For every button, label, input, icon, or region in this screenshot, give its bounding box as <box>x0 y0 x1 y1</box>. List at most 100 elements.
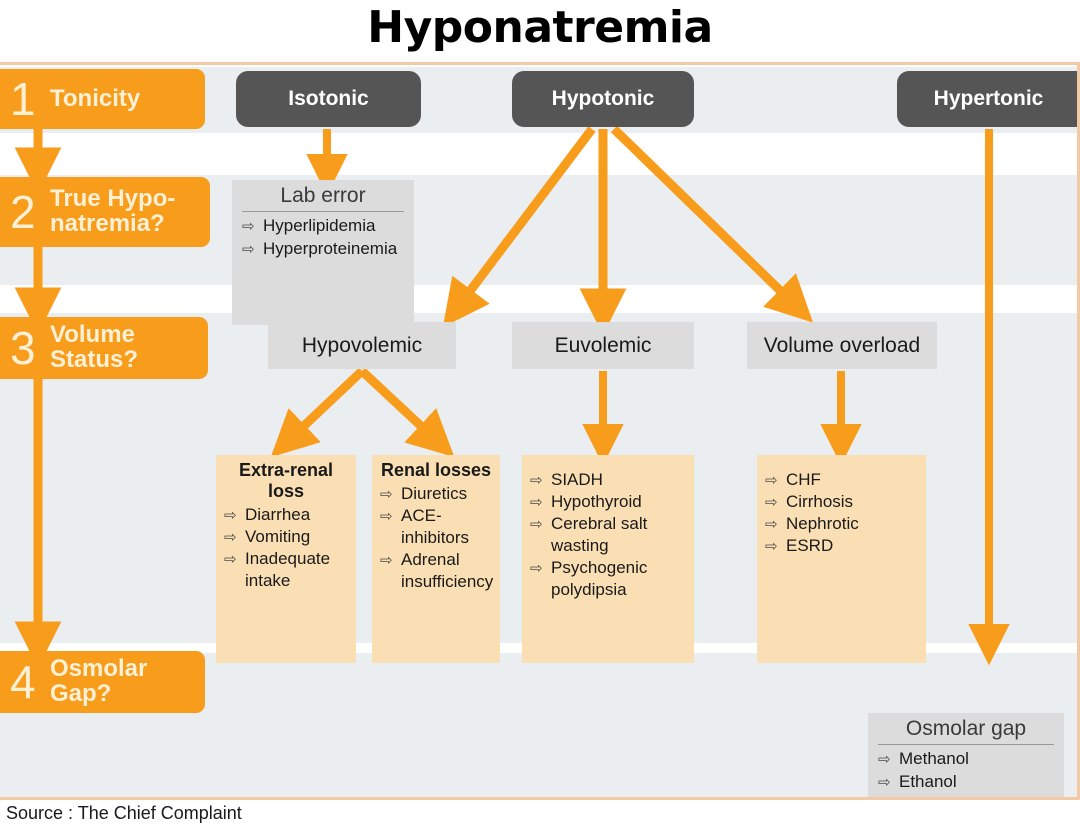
list-item-label: ESRD <box>786 536 834 556</box>
list-item: ⇨ Diuretics <box>380 483 492 505</box>
bullet-arrow-icon: ⇨ <box>530 494 543 512</box>
bullet-arrow-icon: ⇨ <box>380 508 393 526</box>
card-volume-overload-causes[interactable]: ⇨ CHF ⇨ Cirrhosis ⇨ Nephrotic ⇨ ESRD <box>757 455 926 663</box>
list-item-label: Cirrhosis <box>786 492 854 512</box>
step-tab-osmolar-gap[interactable]: 4 Osmolar Gap? <box>0 651 205 713</box>
card-lab-error[interactable]: Lab error ⇨ Hyperlipidemia ⇨ Hyperprotei… <box>232 180 414 325</box>
step-number: 4 <box>10 655 36 708</box>
list-item-label: Ethanol <box>899 771 957 791</box>
bullet-arrow-icon: ⇨ <box>380 486 393 503</box>
list-item-label: Cerebral salt wasting <box>551 514 648 556</box>
card-list: ⇨ Diarrhea ⇨ Vomiting ⇨ Inadequate intak… <box>224 504 348 592</box>
bullet-arrow-icon: ⇨ <box>530 516 543 534</box>
node-label: Isotonic <box>288 87 369 110</box>
card-osmolar-gap[interactable]: Osmolar gap ⇨ Methanol ⇨ Ethanol ⇨ DKA ⇨… <box>868 713 1064 797</box>
bullet-arrow-icon: ⇨ <box>380 552 393 570</box>
bullet-arrow-icon: ⇨ <box>224 529 237 547</box>
bullet-arrow-icon: ⇨ <box>765 472 778 489</box>
list-item-label: Inadequate intake <box>245 549 331 591</box>
node-label: Volume overload <box>763 333 921 357</box>
bullet-arrow-icon: ⇨ <box>224 551 237 569</box>
bullet-arrow-icon: ⇨ <box>242 218 255 235</box>
step-number: 1 <box>10 72 36 125</box>
step-label: Tonicity <box>50 84 141 112</box>
bullet-arrow-icon: ⇨ <box>530 472 543 489</box>
card-header: Osmolar gap <box>878 717 1054 745</box>
step-tab-true-hyponatremia[interactable]: 2 True Hypo- natremia? <box>0 177 210 247</box>
list-item: ⇨ Nephrotic <box>765 513 918 535</box>
list-item-label: CHF <box>786 470 821 489</box>
list-item: ⇨ Inadequate intake <box>224 548 348 592</box>
list-item-label: DKA <box>899 793 934 797</box>
card-renal-losses[interactable]: Renal losses ⇨ Diuretics ⇨ ACE-inhibitor… <box>372 455 500 663</box>
list-item: ⇨ Psychogenic polydipsia <box>530 557 686 601</box>
node-label: Hypovolemic <box>301 333 423 357</box>
node-label: Hypertonic <box>933 87 1044 110</box>
node-hypotonic[interactable]: Hypotonic <box>512 71 694 127</box>
bullet-arrow-icon: ⇨ <box>765 538 778 556</box>
list-item: ⇨ Cirrhosis <box>765 491 918 513</box>
list-item-label: Psychogenic polydipsia <box>551 558 648 600</box>
bullet-arrow-icon: ⇨ <box>530 560 543 578</box>
card-list: ⇨ Hyperlipidemia ⇨ Hyperproteinemia <box>242 215 404 260</box>
bullet-arrow-icon: ⇨ <box>242 240 255 258</box>
step-label: True Hypo- natremia? <box>50 185 176 237</box>
node-euvolemic[interactable]: Euvolemic <box>512 322 694 369</box>
list-item-label: Diuretics <box>401 484 468 503</box>
node-hypovolemic[interactable]: Hypovolemic <box>268 322 456 369</box>
list-item: ⇨ Diarrhea <box>224 504 348 526</box>
list-item-label: Vomiting <box>245 527 311 547</box>
bullet-arrow-icon: ⇨ <box>765 516 778 534</box>
node-volume-overload[interactable]: Volume overload <box>747 322 937 369</box>
list-item-label: Diarrhea <box>245 505 311 524</box>
step-number: 2 <box>10 185 36 238</box>
list-item: ⇨ Hyperproteinemia <box>242 238 404 261</box>
card-list: ⇨ CHF ⇨ Cirrhosis ⇨ Nephrotic ⇨ ESRD <box>765 469 918 557</box>
source-caption: Source : The Chief Complaint <box>6 803 242 823</box>
node-isotonic[interactable]: Isotonic <box>236 71 421 127</box>
bullet-arrow-icon: ⇨ <box>224 507 237 524</box>
step-tab-tonicity[interactable]: 1 Tonicity <box>0 69 205 129</box>
list-item-label: Hypothyroid <box>551 492 642 512</box>
bullet-arrow-icon: ⇨ <box>878 751 891 768</box>
card-extra-renal-loss[interactable]: Extra-renal loss ⇨ Diarrhea ⇨ Vomiting ⇨… <box>216 455 356 663</box>
step-number: 3 <box>10 321 36 374</box>
step-tab-volume-status[interactable]: 3 Volume Status? <box>0 317 208 379</box>
card-list: ⇨ SIADH ⇨ Hypothyroid ⇨ Cerebral salt wa… <box>530 469 686 602</box>
node-label: Hypotonic <box>551 87 655 110</box>
card-list: ⇨ Diuretics ⇨ ACE-inhibitors ⇨ Adrenal i… <box>380 483 493 593</box>
card-euvolemic-causes[interactable]: ⇨ SIADH ⇨ Hypothyroid ⇨ Cerebral salt wa… <box>522 455 694 663</box>
bullet-arrow-icon: ⇨ <box>878 773 891 791</box>
list-item: ⇨ DKA <box>878 793 1054 797</box>
list-item-label: Hyperproteinemia <box>263 238 398 258</box>
node-label: Euvolemic <box>554 333 652 357</box>
list-item: ⇨ CHF <box>765 469 918 491</box>
list-item: ⇨ ACE-inhibitors <box>380 505 492 549</box>
list-item-label: SIADH <box>551 470 603 489</box>
step-label: Volume Status? <box>50 321 139 373</box>
list-item-label: Nephrotic <box>786 514 859 534</box>
card-list: ⇨ Methanol ⇨ Ethanol ⇨ DKA ⇨ Isopropyl A… <box>878 748 1054 797</box>
card-header: Renal losses <box>380 460 492 480</box>
list-item-label: Methanol <box>899 749 969 768</box>
list-item: ⇨ Hypothyroid <box>530 491 686 513</box>
list-item: ⇨ Methanol <box>878 748 1054 771</box>
list-item: ⇨ ESRD <box>765 535 918 557</box>
list-item-label: Hyperlipidemia <box>263 216 376 235</box>
list-item: ⇨ Hyperlipidemia <box>242 215 404 238</box>
step-label: Osmolar Gap? <box>50 655 148 707</box>
list-item: ⇨ Ethanol <box>878 771 1054 794</box>
list-item-label: ACE-inhibitors <box>401 506 470 548</box>
page-title: Hyponatremia <box>367 2 713 53</box>
list-item: ⇨ Vomiting <box>224 526 348 548</box>
list-item: ⇨ Cerebral salt wasting <box>530 513 686 557</box>
list-item: ⇨ SIADH <box>530 469 686 491</box>
bullet-arrow-icon: ⇨ <box>765 494 778 512</box>
card-header: Lab error <box>242 184 404 212</box>
bullet-arrow-icon: ⇨ <box>878 795 892 797</box>
flowchart-frame: 1 Tonicity 2 True Hypo- natremia? 3 Volu… <box>0 62 1080 800</box>
card-header: Extra-renal loss <box>238 460 334 501</box>
node-hypertonic[interactable]: Hypertonic <box>897 71 1077 127</box>
list-item: ⇨ Adrenal insufficiency <box>380 549 493 593</box>
